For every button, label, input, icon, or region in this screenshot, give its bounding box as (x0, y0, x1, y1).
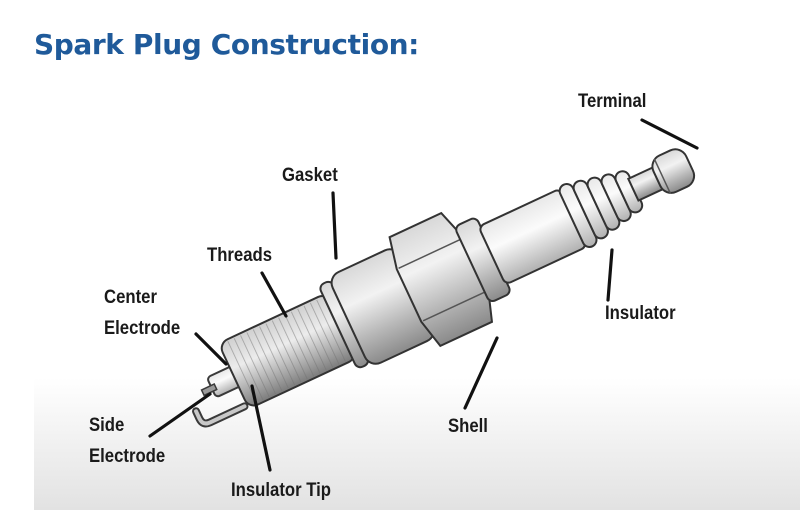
leader-terminal (640, 118, 699, 150)
page-title: Spark Plug Construction: (34, 28, 419, 61)
label-threads: Threads (207, 245, 273, 266)
leader-lines (148, 118, 699, 472)
insulator-ribs (558, 170, 644, 248)
leader-gasket (331, 191, 338, 260)
background-shade (34, 378, 800, 510)
leader-center-electrode (194, 332, 228, 366)
spark-plug-drawing (192, 148, 696, 428)
leader-threads (260, 271, 288, 318)
leader-shell (463, 336, 499, 410)
label-side-electrode: Side Electrode (89, 415, 166, 467)
center-electrode (200, 383, 218, 397)
label-center-electrode: Center Electrode (104, 287, 181, 339)
leader-side-electrode (148, 392, 212, 438)
leader-insulator (606, 248, 614, 302)
label-gasket: Gasket (282, 165, 338, 186)
label-shell: Shell (448, 416, 488, 437)
label-insulator-tip: Insulator Tip (231, 480, 332, 501)
label-terminal: Terminal (578, 91, 647, 112)
leader-insulator-tip (250, 384, 272, 472)
label-insulator: Insulator (605, 303, 676, 324)
